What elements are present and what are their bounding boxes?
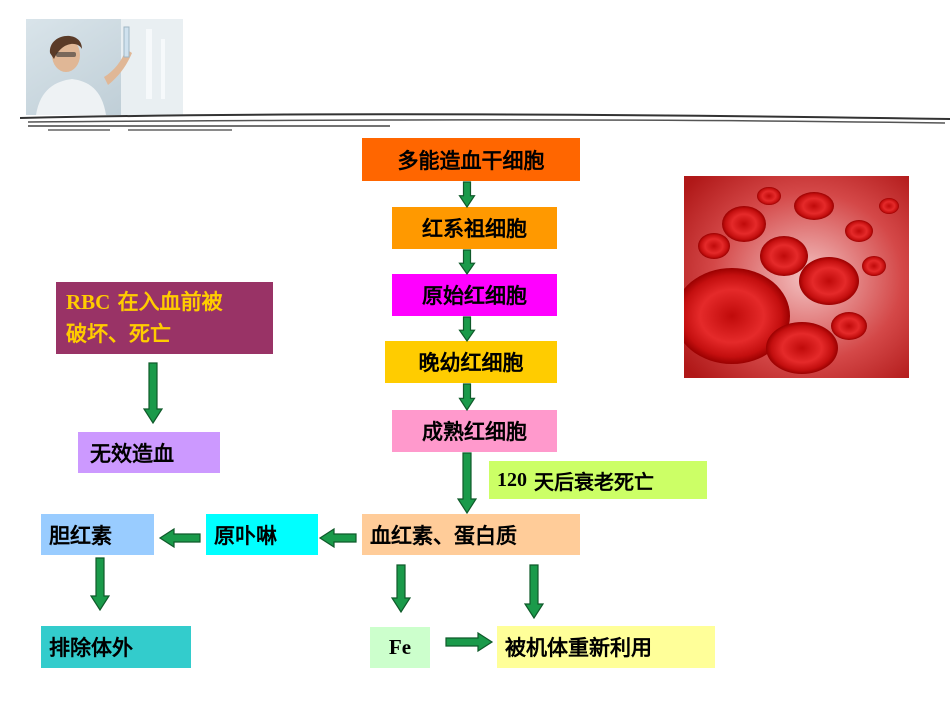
late-erythroblast-box: 晚幼红细胞 xyxy=(385,341,557,383)
hemoglobin-label: 血红素、蛋白质 xyxy=(370,523,517,548)
late-erythroblast-label: 晚幼红细胞 xyxy=(418,351,524,375)
ineffective-hematopoiesis-box: 无效造血 xyxy=(78,432,220,473)
arrow-porphyrin-to-bilirubin xyxy=(158,527,201,549)
excretion-box: 排除体外 xyxy=(41,626,191,668)
arrow-stem-to-progenitor xyxy=(458,181,476,209)
bilirubin-label: 胆红素 xyxy=(49,523,112,548)
excretion-label: 排除体外 xyxy=(49,636,133,660)
progenitor-label: 红系祖细胞 xyxy=(422,217,527,241)
red-blood-cells-photo xyxy=(684,176,909,378)
arrow-hemoglobin-to-porphyrin xyxy=(318,527,357,549)
bilirubin-box: 胆红素 xyxy=(41,514,154,555)
iron-box: Fe xyxy=(370,627,430,668)
header-rule xyxy=(19,113,950,131)
aging-note-box: 120 天后衰老死亡 xyxy=(489,461,707,499)
arrow-hemoglobin-to-reuse xyxy=(523,564,545,620)
mature-rbc-label: 成熟红细胞 xyxy=(422,420,527,444)
aging-note-text: 天后衰老死亡 xyxy=(527,469,654,494)
arrow-mature-to-hemoglobin xyxy=(456,452,478,515)
reuse-box: 被机体重新利用 xyxy=(497,626,715,668)
arrow-hemoglobin-to-iron xyxy=(390,564,412,614)
hemoglobin-box: 血红素、蛋白质 xyxy=(362,514,580,555)
rbc-abbrev: RBC xyxy=(66,290,111,314)
stem-cell-label: 多能造血干细胞 xyxy=(397,148,545,173)
stem-cell-box: 多能造血干细胞 xyxy=(362,138,580,181)
reuse-label: 被机体重新利用 xyxy=(505,636,652,660)
arrow-bilirubin-to-excretion xyxy=(89,557,111,612)
arrow-proerythroblast-to-late xyxy=(458,316,476,343)
arrow-iron-to-reuse xyxy=(445,631,494,653)
porphyrin-box: 原卟啉 xyxy=(206,514,318,555)
arrow-rbc-to-ineffective xyxy=(142,362,164,425)
iron-label: Fe xyxy=(388,635,412,659)
aging-note-number: 120 xyxy=(497,468,527,491)
porphyrin-label: 原卟啉 xyxy=(214,523,277,548)
progenitor-box: 红系祖细胞 xyxy=(392,207,557,249)
rbc-before-line2: 破坏、死亡 xyxy=(66,322,171,346)
proerythroblast-label: 原始红细胞 xyxy=(422,284,527,308)
proerythroblast-box: 原始红细胞 xyxy=(392,274,557,316)
rbc-before-blood-box: RBC 在入血前被 破坏、死亡 xyxy=(56,282,273,354)
ineffective-label: 无效造血 xyxy=(90,441,174,466)
arrow-progenitor-to-proerythroblast xyxy=(458,249,476,276)
mature-rbc-box: 成熟红细胞 xyxy=(392,410,557,452)
rbc-before-line1: RBC 在入血前被 xyxy=(66,286,223,318)
lab-scientist-photo xyxy=(26,19,183,115)
rbc-before-text1: 在入血前被 xyxy=(110,290,223,314)
arrow-late-to-mature xyxy=(458,383,476,412)
